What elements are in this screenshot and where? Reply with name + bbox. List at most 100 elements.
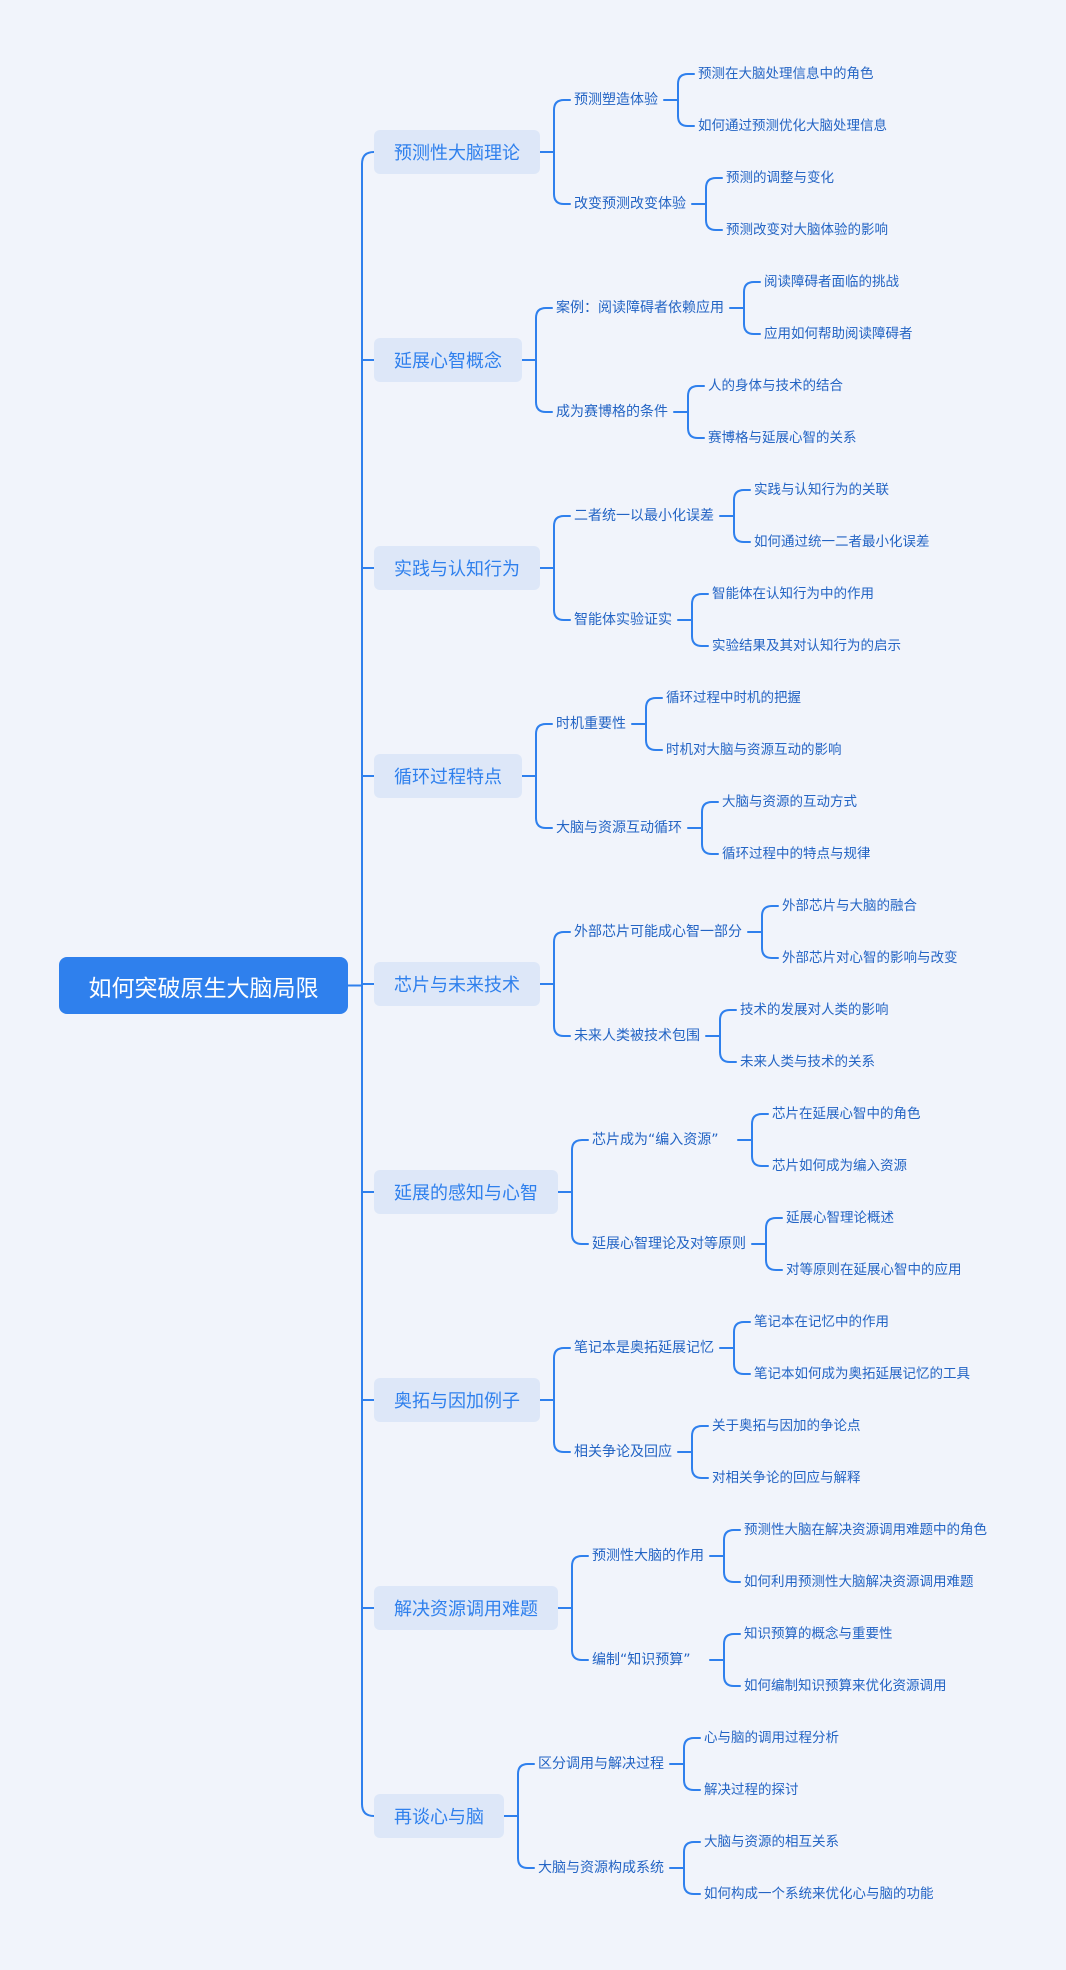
detail-node[interactable]: 未来人类与技术的关系 (740, 1054, 875, 1070)
branch-node[interactable]: 循环过程特点 (374, 754, 522, 798)
detail-node[interactable]: 外部芯片与大脑的融合 (782, 898, 917, 914)
subtopic-node[interactable]: 延展心智理论及对等原则 (592, 1236, 746, 1252)
connector-line (677, 115, 695, 127)
subtopic-node[interactable]: 编制“知识预算” (592, 1652, 691, 1668)
detail-node[interactable]: 预测改变对大脑体验的影响 (726, 222, 888, 238)
subtopic-node[interactable]: 改变预测改变体验 (574, 196, 686, 212)
connector-line (765, 1259, 783, 1271)
detail-node[interactable]: 预测的调整与变化 (726, 170, 834, 186)
detail-node[interactable]: 时机对大脑与资源互动的影响 (666, 742, 842, 758)
detail-node[interactable]: 知识预算的概念与重要性 (744, 1626, 893, 1642)
connector-line (553, 1441, 571, 1453)
connector-line (733, 1363, 751, 1375)
connector-line (645, 697, 663, 709)
connector-line (683, 1737, 701, 1749)
detail-node[interactable]: 预测在大脑处理信息中的角色 (698, 66, 874, 82)
connector-line (553, 931, 571, 943)
detail-node[interactable]: 对相关争论的回应与解释 (712, 1470, 861, 1486)
subtopic-node[interactable]: 二者统一以最小化误差 (574, 508, 714, 524)
subtopic-node[interactable]: 外部芯片可能成心智一部分 (574, 924, 742, 940)
connector-line (553, 99, 571, 111)
detail-node[interactable]: 如何构成一个系统来优化心与脑的功能 (704, 1886, 934, 1902)
connector-line (571, 1139, 589, 1151)
detail-node[interactable]: 解决过程的探讨 (704, 1782, 799, 1798)
subtopic-node[interactable]: 成为赛博格的条件 (556, 404, 668, 420)
detail-node[interactable]: 如何编制知识预算来优化资源调用 (744, 1678, 947, 1694)
connector-line (535, 817, 553, 829)
subtopic-node[interactable]: 时机重要性 (556, 716, 626, 732)
subtopic-node[interactable]: 案例：阅读障碍者依赖应用 (556, 300, 724, 316)
branch-node[interactable]: 奥拓与因加例子 (374, 1378, 540, 1422)
connector-line (361, 151, 375, 165)
connector-line (553, 1347, 571, 1359)
connector-line (691, 1425, 709, 1437)
connector-line (553, 609, 571, 621)
detail-node[interactable]: 循环过程中的特点与规律 (722, 846, 871, 862)
detail-node[interactable]: 如何通过预测优化大脑处理信息 (698, 118, 887, 134)
connector-line (733, 531, 751, 543)
detail-node[interactable]: 延展心智理论概述 (786, 1210, 894, 1226)
detail-node[interactable]: 芯片在延展心智中的角色 (772, 1106, 921, 1122)
detail-node[interactable]: 芯片如何成为编入资源 (772, 1158, 907, 1174)
detail-node[interactable]: 心与脑的调用过程分析 (704, 1730, 839, 1746)
subtopic-node[interactable]: 笔记本是奥拓延展记忆 (574, 1340, 714, 1356)
connector-line (701, 801, 719, 813)
connector-line (723, 1675, 741, 1687)
detail-node[interactable]: 赛博格与延展心智的关系 (708, 430, 857, 446)
connector-line (683, 1779, 701, 1791)
detail-node[interactable]: 大脑与资源的相互关系 (704, 1834, 839, 1850)
connector-line (571, 1649, 589, 1661)
detail-node[interactable]: 关于奥拓与因加的争论点 (712, 1418, 861, 1434)
connector-line (687, 427, 705, 439)
connector-line (677, 73, 695, 85)
detail-node[interactable]: 笔记本在记忆中的作用 (754, 1314, 889, 1330)
root-node[interactable]: 如何突破原生大脑局限 (59, 957, 348, 1014)
connector-line (683, 1883, 701, 1895)
subtopic-node[interactable]: 预测塑造体验 (574, 92, 658, 108)
detail-node[interactable]: 人的身体与技术的结合 (708, 378, 843, 394)
detail-node[interactable]: 如何通过统一二者最小化误差 (754, 534, 930, 550)
detail-node[interactable]: 如何利用预测性大脑解决资源调用难题 (744, 1574, 974, 1590)
subtopic-node[interactable]: 大脑与资源构成系统 (538, 1860, 664, 1876)
branch-node[interactable]: 解决资源调用难题 (374, 1586, 558, 1630)
connector-line (733, 1321, 751, 1333)
connector-line (723, 1571, 741, 1583)
connector-line (687, 385, 705, 397)
connector-line (645, 739, 663, 751)
connector-line (535, 307, 553, 319)
detail-node[interactable]: 外部芯片对心智的影响与改变 (782, 950, 958, 966)
branch-node[interactable]: 实践与认知行为 (374, 546, 540, 590)
detail-node[interactable]: 循环过程中时机的把握 (666, 690, 801, 706)
connector-line (571, 1233, 589, 1245)
branch-node[interactable]: 延展心智概念 (374, 338, 522, 382)
detail-node[interactable]: 技术的发展对人类的影响 (740, 1002, 889, 1018)
connector-line (553, 515, 571, 527)
subtopic-node[interactable]: 预测性大脑的作用 (592, 1548, 704, 1564)
subtopic-node[interactable]: 智能体实验证实 (574, 612, 672, 628)
subtopic-node[interactable]: 未来人类被技术包围 (574, 1028, 700, 1044)
detail-node[interactable]: 大脑与资源的互动方式 (722, 794, 857, 810)
subtopic-node[interactable]: 相关争论及回应 (574, 1444, 672, 1460)
branch-node[interactable]: 芯片与未来技术 (374, 962, 540, 1006)
detail-node[interactable]: 实验结果及其对认知行为的启示 (712, 638, 901, 654)
detail-node[interactable]: 笔记本如何成为奥拓延展记忆的工具 (754, 1366, 970, 1382)
detail-node[interactable]: 智能体在认知行为中的作用 (712, 586, 874, 602)
connector-line (701, 843, 719, 855)
detail-node[interactable]: 应用如何帮助阅读障碍者 (764, 326, 913, 342)
detail-node[interactable]: 实践与认知行为的关联 (754, 482, 889, 498)
connector-line (723, 1633, 741, 1645)
subtopic-node[interactable]: 芯片成为“编入资源” (592, 1132, 719, 1148)
branch-node[interactable]: 预测性大脑理论 (374, 130, 540, 174)
connector-line (361, 1803, 375, 1817)
connector-line (761, 947, 779, 959)
connector-line (723, 1529, 741, 1541)
connector-line (535, 723, 553, 735)
subtopic-node[interactable]: 区分调用与解决过程 (538, 1756, 664, 1772)
subtopic-node[interactable]: 大脑与资源互动循环 (556, 820, 682, 836)
detail-node[interactable]: 阅读障碍者面临的挑战 (764, 274, 899, 290)
branch-node[interactable]: 再谈心与脑 (374, 1794, 504, 1838)
detail-node[interactable]: 对等原则在延展心智中的应用 (786, 1262, 962, 1278)
detail-node[interactable]: 预测性大脑在解决资源调用难题中的角色 (744, 1522, 987, 1538)
branch-node[interactable]: 延展的感知与心智 (374, 1170, 558, 1214)
